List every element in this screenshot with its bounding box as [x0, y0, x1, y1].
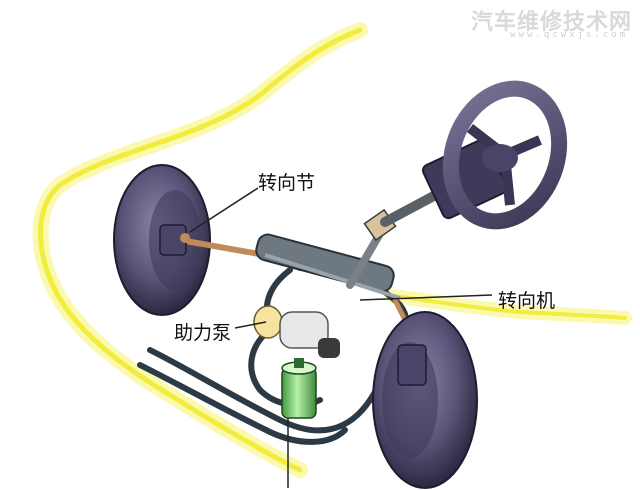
- watermark-url: www.qcwxjs.com: [510, 30, 628, 40]
- steering-wheel: [442, 80, 568, 230]
- fluid-reservoir: [281, 358, 317, 488]
- left-steering-knuckle: [159, 224, 190, 256]
- power-pump-label: 助力泵: [174, 322, 232, 344]
- steering-gear-label: 转向机: [498, 290, 556, 312]
- power-steering-pump: [253, 305, 340, 358]
- watermark-title: 汽车维修技术网: [470, 10, 632, 35]
- car-body-outline: [32, 22, 632, 478]
- leader-lines: [189, 187, 493, 329]
- right-front-tire: [372, 311, 478, 489]
- steering-knuckle-label: 转向节: [258, 172, 316, 194]
- steering-rack: [177, 233, 418, 343]
